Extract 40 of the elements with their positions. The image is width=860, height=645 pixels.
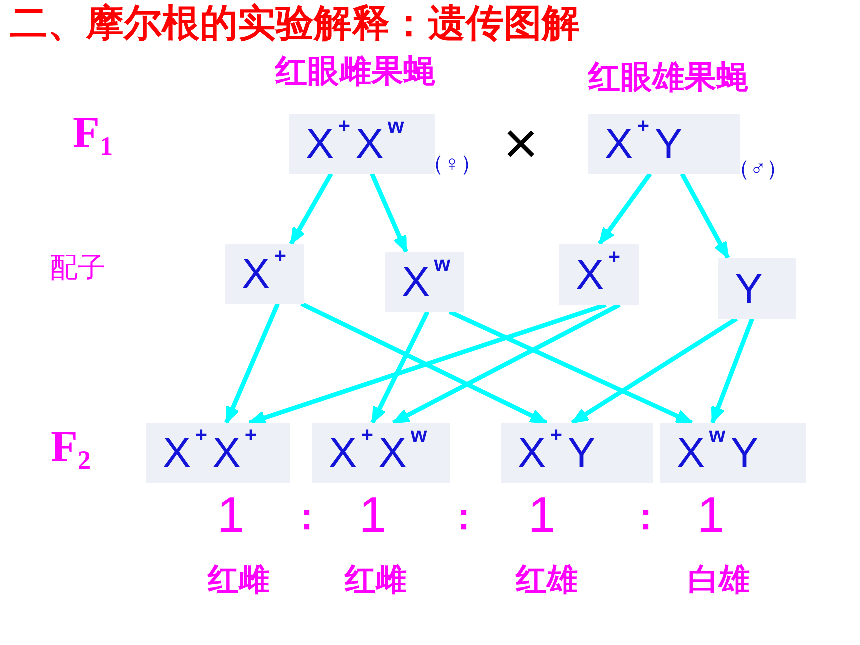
genotype-box: X$^{w}$Y [660, 423, 806, 483]
ratio-colon: ： [446, 499, 482, 535]
ratio-number: 1 [217, 490, 245, 540]
arrow [300, 302, 548, 426]
ratio-number: 1 [528, 490, 556, 540]
arrow [680, 172, 730, 260]
arrow [598, 172, 652, 246]
ratio-number: 1 [359, 490, 387, 540]
phenotype-label: 红雄 [516, 564, 578, 595]
arrow [392, 303, 621, 425]
generation-label: F$_{2}$ [51, 425, 92, 469]
phenotype-label: 红雌 [208, 564, 270, 595]
node-heading: 红眼雄果蝇 [587, 61, 750, 93]
genotype-box: X$^{+}$X$^{+}$ [146, 423, 290, 483]
arrow [224, 303, 280, 424]
arrow [370, 173, 408, 253]
node-heading: 红眼雌果蝇 [274, 55, 436, 87]
genotype-box: X$^{+}$ [559, 244, 639, 305]
cross-symbol: × [503, 114, 539, 174]
generation-label: F$_{1}$ [73, 111, 114, 155]
arrow [370, 311, 430, 424]
genotype-box: X$^{+}$Y [501, 423, 653, 483]
genotype-box: X$^{+}$ [225, 244, 304, 304]
arrow [248, 302, 607, 426]
ratio-colon: ： [628, 499, 664, 535]
genotype-box: Y [718, 258, 796, 319]
genotype-box: X$^{+}$Y [588, 114, 740, 174]
genotype-box: X$^{w}$ [385, 252, 464, 312]
genotype-box: X$^{+}$X$^{w}$ [289, 114, 435, 174]
ratio-number: 1 [697, 490, 725, 540]
title: 二、摩尔根的实验解释：遗传图解 [10, 5, 580, 43]
phenotype-label: 白雄 [688, 564, 750, 595]
ratio-colon: ： [289, 499, 325, 535]
arrow [289, 172, 334, 246]
phenotype-label: 红雌 [345, 564, 407, 595]
genotype-box: X$^{+}$X$^{w}$ [312, 423, 450, 483]
arrow [571, 317, 738, 425]
arrow [448, 310, 694, 426]
arrow [710, 318, 754, 424]
row-label: 配子 [50, 254, 106, 282]
